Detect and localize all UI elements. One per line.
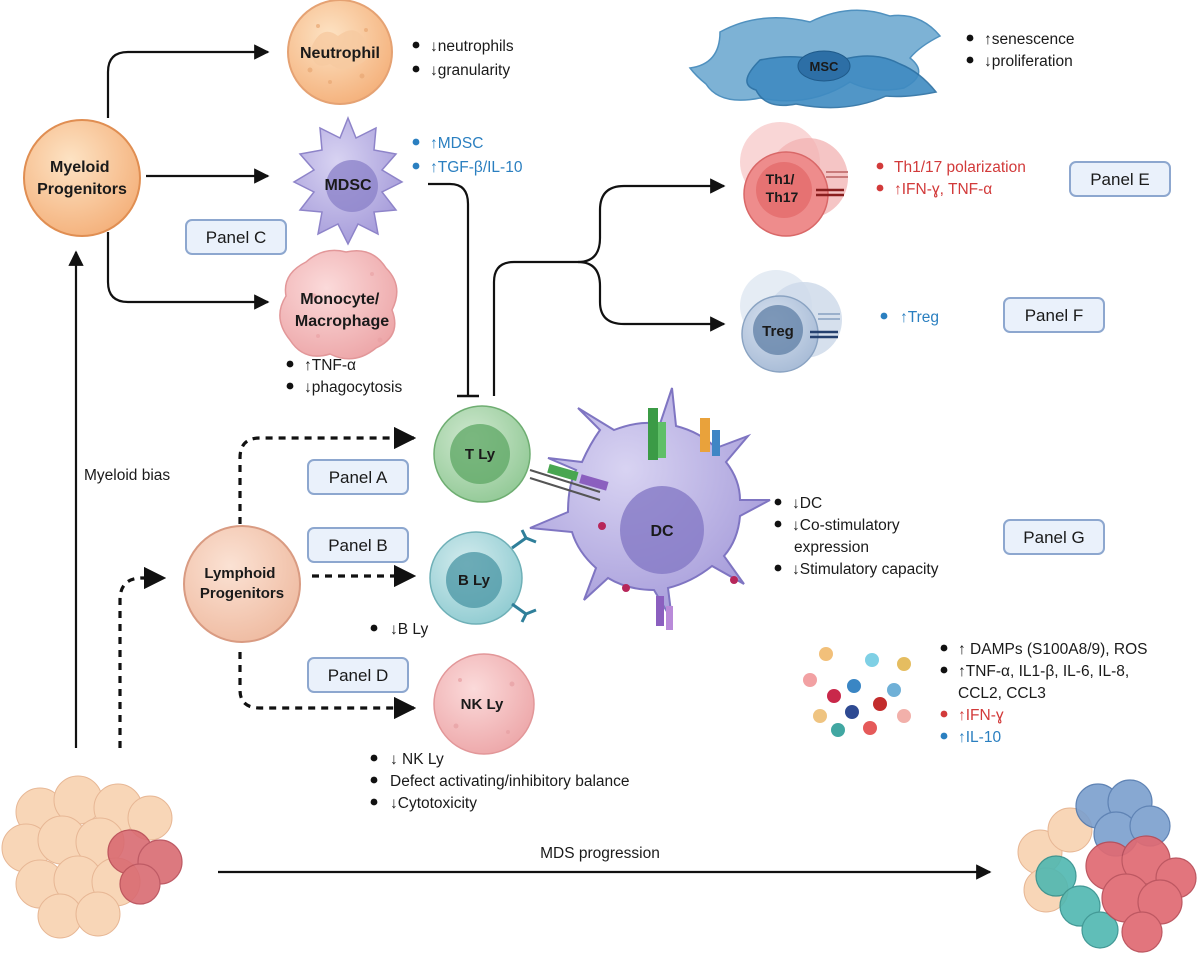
mdsc-inhibits-t-ly [428,182,470,396]
b-ly-label: B Ly [458,572,491,589]
panel-b-label: Panel B [328,536,388,555]
lymphoid-progenitors-label-2: Progenitors [200,585,284,602]
panel-e-label: Panel E [1090,170,1150,189]
panel-a-label: Panel A [329,468,388,487]
svg-text:Lymphoid Progenitors: Lymphoid Progenitors [200,565,284,602]
panel-d: Panel D [307,657,409,693]
dc-label: DC [650,523,674,540]
th1-th17-cells: Th1/ Th17 [740,122,848,237]
nk-ly-note-1: ↓ NK Ly [390,751,444,768]
cytokine-notes: ↑ DAMPs (S100A8/9), ROS ↑TNF-α, IL1-β, I… [940,641,1148,746]
dc-note-3: expression [794,539,869,556]
treg-label: Treg [762,323,794,340]
b-ly-note: ↓B Ly [390,621,428,638]
svg-text:Th1/ Th17: Th1/ Th17 [766,171,799,205]
cytokine-particles [803,647,911,737]
advanced-mds-cluster [1017,779,1197,953]
dc-cell: DC [529,387,771,630]
mdsc-label: MDSC [324,177,372,194]
svg-text:Myeloid Progenitors: Myeloid Progenitors [37,159,127,198]
neutrophil-note-1: ↓neutrophils [430,38,514,55]
treg-cells: Treg [740,270,842,373]
th-note-2: ↑IFN-ɣ, TNF-α [894,181,992,198]
nk-ly-label: NK Ly [461,696,504,713]
early-mds-cluster [1,775,183,939]
panel-c-label: Panel C [206,228,266,247]
mdsc-note-1: ↑MDSC [430,135,483,152]
nk-ly-notes: ↓ NK Ly Defect activating/inhibitory bal… [370,751,630,812]
monocyte-label-1: Monocyte/ [300,291,380,308]
mdsc-notes: ↑MDSC ↑TGF-β/IL-10 [412,135,523,176]
t-ly-label: T Ly [465,446,496,463]
dc-notes: ↓DC ↓Co-stimulatory expression ↓Stimulat… [774,495,939,578]
monocyte-notes: ↑TNF-α ↓phagocytosis [286,357,402,396]
panel-g-label: Panel G [1023,528,1084,547]
arrow-to-neutrophil [106,44,270,118]
th-label-2: Th17 [766,189,799,205]
panel-d-label: Panel D [328,666,388,685]
neutrophil-notes: ↓neutrophils ↓granularity [412,38,514,79]
panel-f-label: Panel F [1025,306,1084,325]
neutrophil-label: Neutrophil [300,45,380,62]
b-ly-cell: B Ly [429,529,537,625]
msc-notes: ↑senescence ↓proliferation [966,31,1074,70]
monocyte-note-2: ↓phagocytosis [304,379,402,396]
cytokine-note-1: ↑ DAMPs (S100A8/9), ROS [958,641,1148,658]
cytokine-note-4: ↑IFN-ɣ [958,707,1004,724]
dc-note-2: ↓Co-stimulatory [792,517,900,534]
arrow-to-lymphoid [118,566,167,748]
myeloid-progenitors-cell: Myeloid Progenitors [23,119,141,237]
lymphoid-progenitors-label-1: Lymphoid [204,565,275,582]
mds-progression-label: MDS progression [540,845,660,862]
msc-note-1: ↑senescence [984,31,1074,48]
t-ly-branch-stem [492,260,578,396]
th-label-1: Th1/ [766,171,795,187]
panel-c: Panel C [185,219,287,255]
msc-label: MSC [810,59,840,74]
lymphoid-progenitors-cell: Lymphoid Progenitors [183,525,301,643]
connectors [68,44,992,880]
treg-notes: ↑Treg [880,309,939,326]
nk-ly-note-2: Defect activating/inhibitory balance [390,773,630,790]
monocyte-macrophage-cell: Monocyte/ Macrophage [279,249,398,360]
neutrophil-note-2: ↓granularity [430,62,510,79]
nk-ly-note-3: ↓Cytotoxicity [390,795,477,812]
panel-e: Panel E [1069,161,1171,197]
th-notes: Th1/17 polarization ↑IFN-ɣ, TNF-α [876,159,1026,198]
arrow-to-nk-ly [238,652,417,720]
mdsc-cell: MDSC [292,115,404,246]
panel-f: Panel F [1003,297,1105,333]
cytokine-note-3: CCL2, CCL3 [958,685,1046,702]
panel-g: Panel G [1003,519,1105,555]
arrow-to-t-ly [238,426,417,524]
myeloid-progenitors-label-1: Myeloid [50,159,110,176]
dc-t-ly-synapse [529,464,609,501]
msc-cells: MSC [688,9,942,109]
myeloid-bias-label: Myeloid bias [84,467,170,484]
arrow-to-monocyte [106,232,270,310]
panel-a: Panel A [307,459,409,495]
dc-note-4: ↓Stimulatory capacity [792,561,939,578]
dc-receptors [598,408,738,630]
cytokine-note-5: ↑IL-10 [958,729,1001,746]
panel-b: Panel B [307,527,409,563]
arrow-to-treg [577,260,726,332]
arrow-to-th [577,178,726,264]
cytokine-note-2: ↑TNF-α, IL1-β, IL-6, IL-8, [958,663,1129,680]
nk-ly-cell: NK Ly [433,653,535,755]
svg-text:Monocyte/ Macrophage: Monocyte/ Macrophage [295,291,389,330]
b-ly-notes: ↓B Ly [370,621,428,638]
msc-note-2: ↓proliferation [984,53,1073,70]
neutrophil-cell: Neutrophil [287,0,393,105]
mdsc-note-2: ↑TGF-β/IL-10 [430,159,523,176]
myeloid-progenitors-label-2: Progenitors [37,181,127,198]
treg-note-1: ↑Treg [900,309,939,326]
monocyte-note-1: ↑TNF-α [304,357,356,374]
th-note-1: Th1/17 polarization [894,159,1026,176]
monocyte-label-2: Macrophage [295,313,389,330]
dc-note-1: ↓DC [792,495,822,512]
t-ly-cell: T Ly [433,405,531,503]
